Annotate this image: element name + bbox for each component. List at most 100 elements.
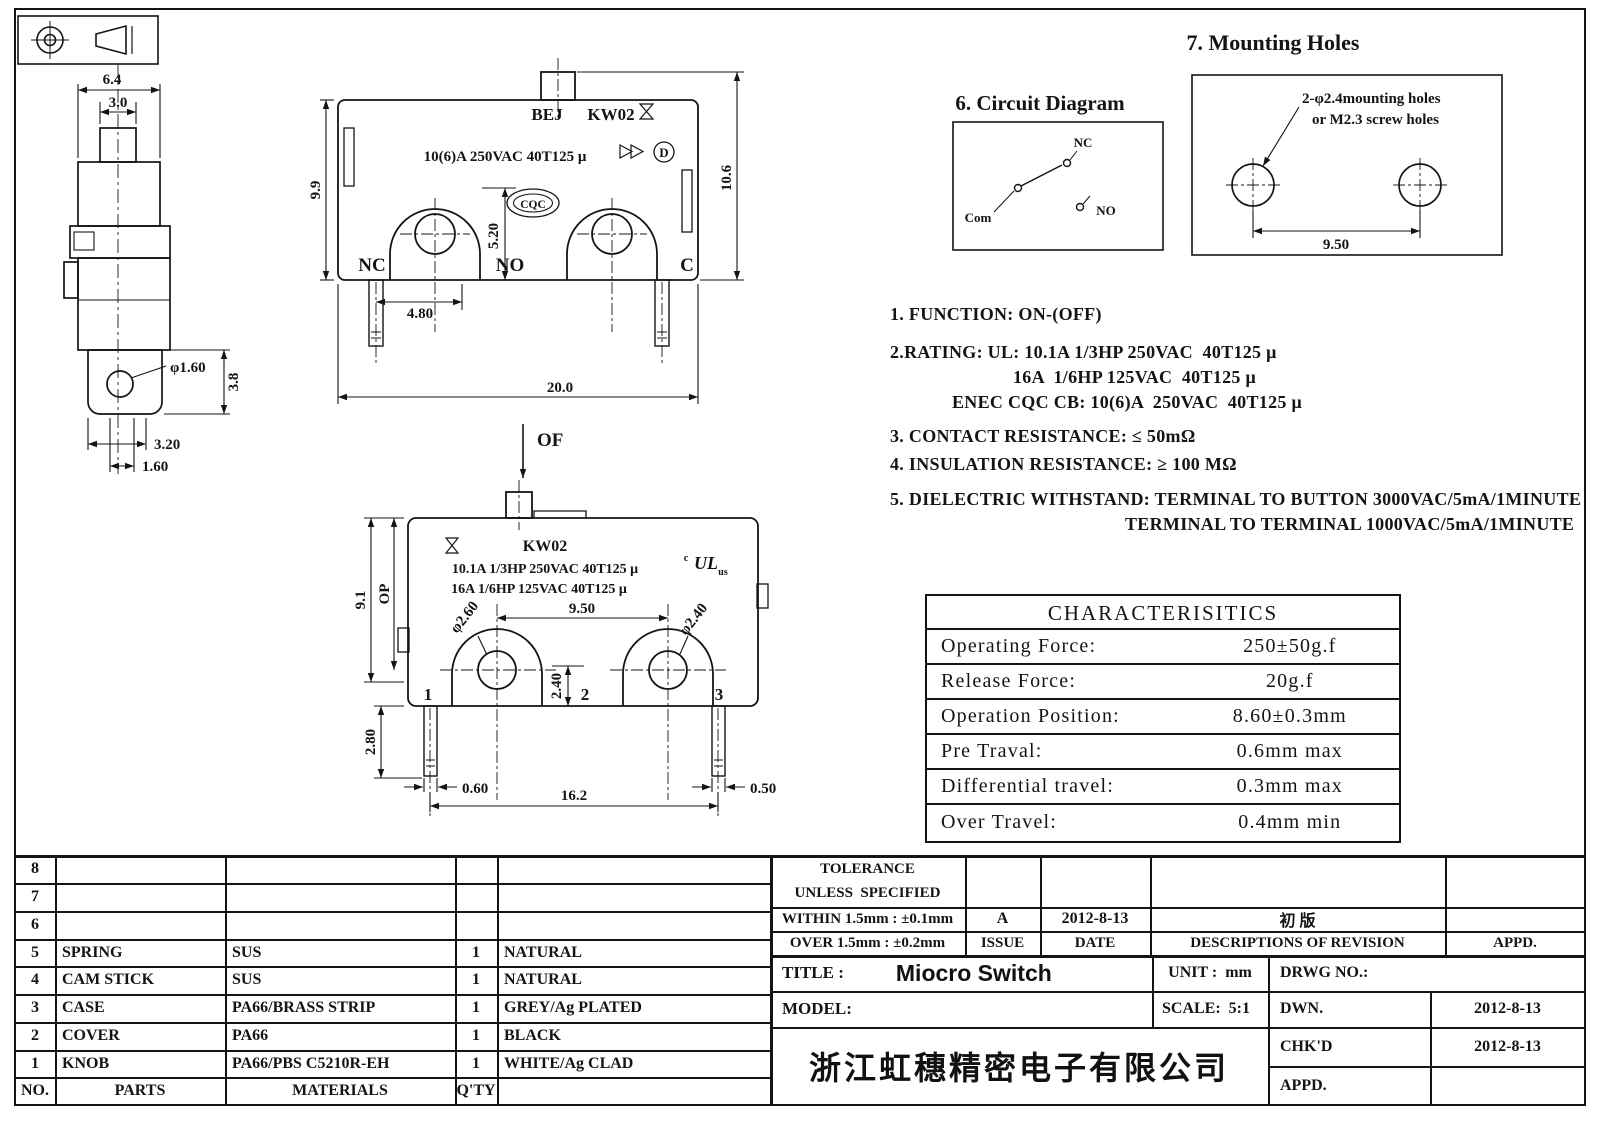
cert-hourglass-icon [638,103,655,120]
bom-finish: WHITE/Ag CLAD [504,1054,634,1072]
sheet-border [14,8,1586,1106]
circuit-nc-terminal [1062,158,1072,168]
model-label: KW02 [523,538,567,555]
dim-label: 9.1 [353,591,369,610]
bom-header-parts: PARTS [114,1082,166,1099]
d-mark-label: D [659,145,668,160]
projection-symbols [17,15,159,65]
front-body [337,99,699,281]
note-line: 2.RATING: UL: 10.1A 1/3HP 250VAC 40T125 … [890,342,1277,362]
bom-part: CAM STICK [62,971,155,988]
char-value: 20g.f [1265,670,1314,692]
dim-label: 1.60 [142,459,168,475]
dim-label: 10.6 [719,164,735,191]
appd-header: APPD. [1493,934,1537,951]
dim-label: OP [377,584,393,605]
front-view [337,71,699,347]
front-view-dimensions [320,71,744,404]
terminal-label-c: C [680,255,694,276]
bom-no: 2 [31,1027,39,1044]
dim-label: 4.80 [407,306,433,322]
ul-mark-label: us [718,567,728,578]
bom-material: PA66 [232,1027,269,1044]
note-line: 1. FUNCTION: ON-(OFF) [890,304,1102,324]
bom-no: 8 [31,860,39,877]
dwn-date: 2012-8-13 [1474,1000,1541,1017]
bom-no: 1 [31,1054,39,1072]
ul-mark-label: UL [694,553,718,573]
dim-label: 20.0 [547,380,573,396]
revision-issue: A [996,910,1009,927]
dim-label: 16.2 [561,788,587,804]
bom-finish: BLACK [504,1027,561,1044]
bom-material: PA66/PBS C5210R-EH [232,1054,390,1072]
dim-label: φ2.40 [677,601,712,639]
dwn-label: DWN. [1280,1000,1324,1017]
pin-number: 2 [581,685,590,704]
bom-header-materials: MATERIALS [292,1082,388,1099]
revision-date: 2012-8-13 [1061,910,1129,927]
characteristics-row: Operating Force: 250±50g.f [927,630,1399,665]
dim-label: 5.20 [486,223,502,249]
bom-no: 4 [31,971,39,988]
bottom-view [397,491,769,777]
ul-mark-label: c [684,553,689,564]
note-line: 5. DIELECTRIC WITHSTAND: TERMINAL TO BUT… [890,489,1582,509]
circuit-diagram [952,121,1164,251]
char-value: 0.4mm min [1238,811,1342,833]
char-label: Differential travel: [941,775,1115,797]
characteristics-row: Differential travel: 0.3mm max [927,770,1399,805]
pin-number: 1 [424,685,433,704]
side-view [63,64,171,474]
mounting-note: or M2.3 screw holes [1312,112,1439,128]
bom-no: 7 [31,888,39,905]
tolerance-label: TOLERANCE [820,860,915,877]
bom-no: 5 [31,943,39,961]
d-mark-icon [653,141,675,163]
projection-cone-icon [95,24,127,56]
drawing-canvas: 6.4 3.0 φ1.60 3.8 3.20 1.60 [17,15,1503,816]
side-view-dimensions [77,84,230,472]
bom-material: PA66/BRASS STRIP [232,999,376,1016]
dim-label: φ2.60 [448,599,483,637]
characteristics-row: Pre Traval: 0.6mm max [927,735,1399,770]
dim-label: 3.8 [226,373,242,392]
tolerance-within: WITHIN 1.5mm : ±0.1mm [781,910,954,927]
bom-header-no: NO. [21,1082,49,1099]
front-view-centerlines [375,58,663,366]
note-line: 4. INSULATION RESISTANCE: ≥ 100 MΩ [890,454,1237,474]
side-foot [87,349,163,415]
bom-finish: GREY/Ag PLATED [504,999,642,1016]
model-label: KW02 [587,105,634,124]
company-name: 浙江虹穗精密电子有限公司 [808,1050,1229,1086]
dim-label: 2.40 [549,673,565,699]
characteristics-row: Over Travel: 0.4mm min [927,805,1399,840]
scale-cell: SCALE: 5:1 [1162,1000,1251,1017]
rating-label: 10.1A 1/3HP 250VAC 40T125 μ [452,562,638,577]
chkd-date: 2012-8-13 [1474,1037,1541,1055]
circuit-lever [1020,164,1063,187]
tolerance-over: OVER 1.5mm : ±0.2mm [789,934,946,951]
circuit-no-label: NO [1096,203,1116,218]
cqc-label: CQC [520,199,546,211]
dim-label: φ1.60 [170,360,206,376]
bottom-pin-left [423,705,438,777]
appd-label: APPD. [1280,1076,1327,1094]
mounting-title: 7. Mounting Holes [1187,30,1360,55]
note-line: TERMINAL TO TERMINAL 1000VAC/5mA/1MINUTE [1125,514,1575,534]
bom-qty: 1 [472,971,480,988]
characteristics-row: Release Force: 20g.f [927,665,1399,700]
drwg-no-cell: DRWG NO.: [1280,964,1369,981]
unit-cell: UNIT : mm [1168,964,1252,981]
char-label: Over Travel: [941,811,1058,833]
dim-label: 6.4 [103,72,122,88]
characteristics-table: CHARACTERISITICS Operating Force: 250±50… [925,594,1401,843]
circuit-nc-label: NC [1074,135,1093,150]
dim-label: 0.50 [750,781,776,797]
dim-label: 9.50 [1323,237,1349,253]
drawing-title: Miocro Switch [895,959,1052,986]
descriptions-header: DESCRIPTIONS OF REVISION [1190,934,1405,951]
bottom-pin-right [711,705,726,777]
char-label: Release Force: [941,670,1077,692]
